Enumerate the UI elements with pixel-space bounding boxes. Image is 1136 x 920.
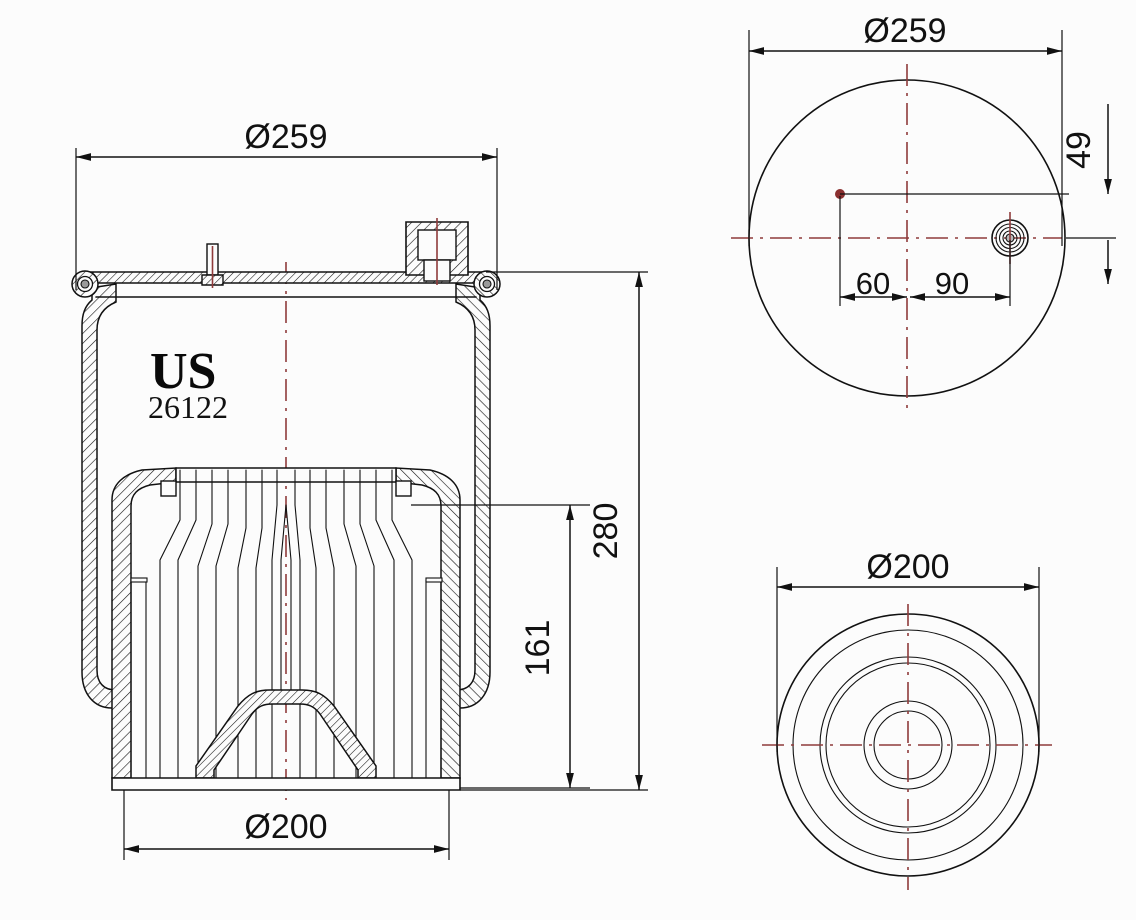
piston-bore-step-right: [425, 577, 443, 583]
dim-label-dia200-main: Ø200: [244, 808, 327, 846]
dim-label-height-161: 161: [519, 620, 557, 677]
piston-shoulder-recess-right: [395, 480, 412, 497]
dim-label-offset-60: 60: [856, 266, 890, 301]
piston-rib-lines: [159, 469, 413, 779]
top-plate-stud: [201, 243, 224, 288]
bottom-piston-view: Ø200: [762, 548, 1052, 890]
dim-label-offset-90: 90: [935, 266, 969, 301]
dim-offset-60: 60: [840, 266, 907, 301]
bead-ring-right: [473, 270, 501, 298]
top-plate-view: Ø259 49 60 90: [731, 12, 1116, 410]
dim-offset-49: 49: [1060, 104, 1116, 284]
piston-bore-step-left: [130, 577, 148, 583]
dim-label-offset-49: 49: [1060, 131, 1098, 169]
piston-shoulder-recess-left: [160, 480, 177, 497]
dim-label-dia259-top: Ø259: [863, 12, 946, 50]
air-port-fitting: [405, 218, 469, 285]
dim-label-height-280: 280: [587, 503, 625, 560]
dim-label-dia259-main: Ø259: [244, 118, 327, 156]
brand-name: US: [150, 343, 216, 400]
dim-dia259-main: Ø259: [75, 118, 498, 290]
piston-bore-right: [425, 579, 442, 779]
dim-height-161: 161: [411, 504, 590, 789]
dim-dia200-bottom: Ø200: [776, 548, 1040, 752]
dim-label-dia200-bottom: Ø200: [866, 548, 949, 586]
piston-bottom-plate: [111, 777, 461, 791]
dim-height-280: 280: [460, 271, 648, 791]
dim-dia200-main: Ø200: [123, 790, 450, 860]
bead-ring-left: [71, 270, 99, 298]
dim-offset-90: 90: [910, 266, 1010, 301]
main-section-view: Ø259 Ø200 280 161 US 26122: [71, 118, 648, 860]
brand-part-number: 26122: [148, 389, 228, 425]
piston-left-shell: [111, 467, 177, 779]
dim-dia259-top: Ø259: [748, 12, 1063, 246]
piston-bore-left: [130, 579, 147, 779]
piston-top-rim: [175, 467, 397, 483]
